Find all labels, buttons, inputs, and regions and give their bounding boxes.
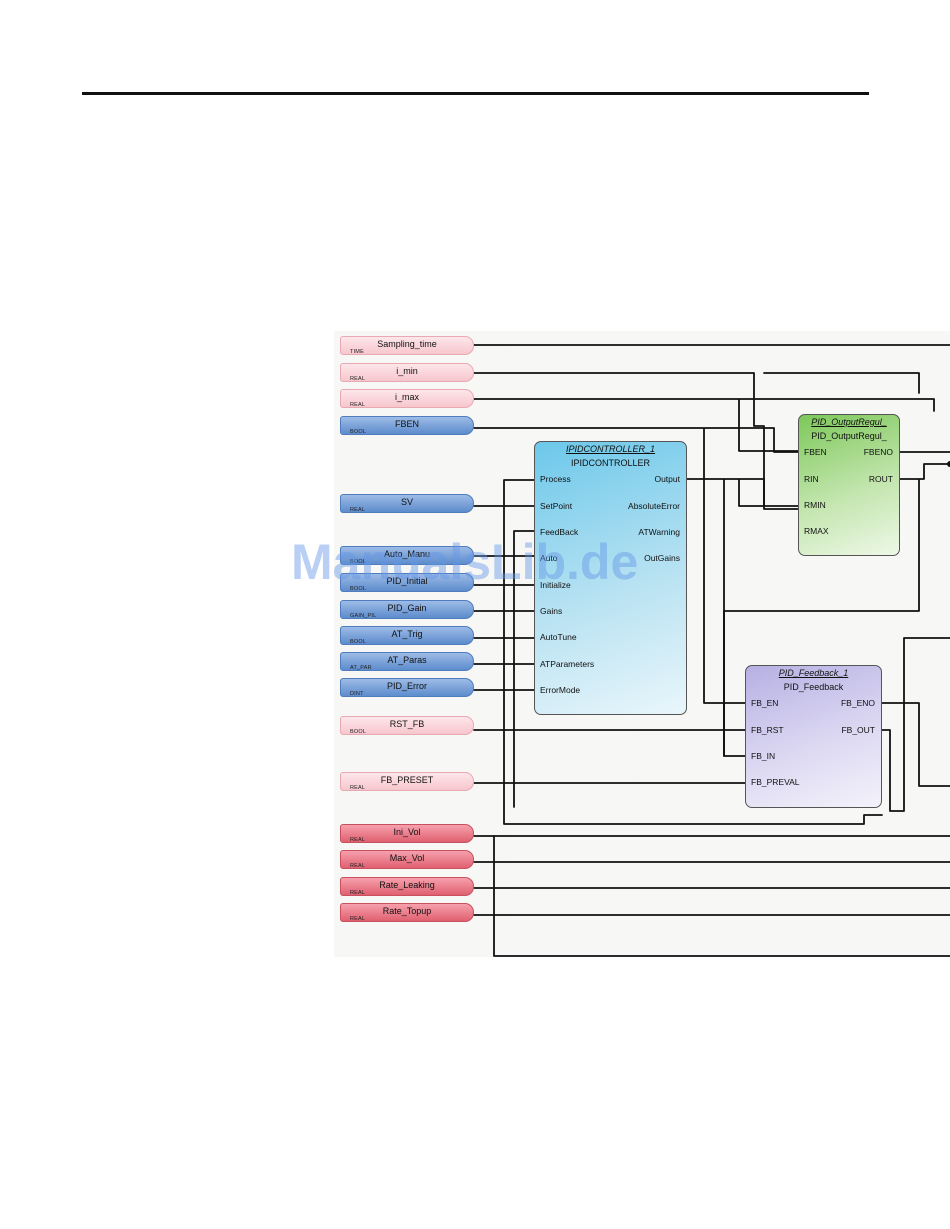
- block-type-name: IPIDCONTROLLER: [570, 458, 650, 468]
- pin-autotune[interactable]: AutoTune: [540, 632, 577, 642]
- var-name: Ini_Vol: [393, 827, 421, 837]
- pin-fb-rst[interactable]: FB_RST: [751, 725, 784, 735]
- var-name: Rate_Topup: [382, 906, 432, 916]
- var-max-vol[interactable]: Max_Vol REAL: [340, 850, 474, 869]
- var-type: GAIN_PIL: [350, 613, 377, 619]
- header-rule: [82, 92, 869, 95]
- block-instance-name: PID_Feedback_1: [778, 668, 849, 678]
- var-name: FBEN: [394, 419, 419, 429]
- pin-process[interactable]: Process: [540, 474, 571, 484]
- var-sv[interactable]: SV REAL: [340, 494, 474, 513]
- var-auto-manu[interactable]: Auto_Manu BOOL: [340, 546, 474, 565]
- pin-auto[interactable]: Auto: [540, 553, 558, 563]
- var-type: REAL: [350, 863, 366, 869]
- pin-outgains[interactable]: OutGains: [644, 553, 680, 563]
- var-type: BOOL: [350, 639, 367, 645]
- pin-rmax[interactable]: RMAX: [804, 526, 829, 536]
- block-ipidcontroller[interactable]: IPIDCONTROLLER_1 IPIDCONTROLLER Process …: [534, 441, 687, 715]
- function-block-diagram: Sampling_time TIME i_min REAL i_max REAL…: [334, 331, 950, 957]
- var-type: BOOL: [350, 586, 367, 592]
- var-rate-leaking[interactable]: Rate_Leaking REAL: [340, 877, 474, 896]
- pin-rin[interactable]: RIN: [804, 474, 819, 484]
- var-type: BOOL: [350, 429, 367, 435]
- block-type-name: PID_OutputRegul_: [811, 431, 887, 441]
- var-type: REAL: [350, 916, 366, 922]
- var-pid-initial[interactable]: PID_Initial BOOL: [340, 573, 474, 592]
- pin-output[interactable]: Output: [654, 474, 680, 484]
- pin-fb-en[interactable]: FB_EN: [751, 698, 779, 708]
- block-instance-name: PID_OutputRegul_: [811, 417, 887, 427]
- pin-gains[interactable]: Gains: [540, 606, 563, 616]
- var-name: SV: [400, 497, 413, 507]
- pin-fb-out[interactable]: FB_OUT: [841, 725, 875, 735]
- var-type: REAL: [350, 376, 366, 382]
- pin-initialize[interactable]: Initialize: [540, 580, 571, 590]
- var-type: REAL: [350, 785, 366, 791]
- var-name: AT_Paras: [387, 655, 427, 665]
- var-type: REAL: [350, 890, 366, 896]
- var-type: REAL: [350, 507, 366, 513]
- var-sampling-time[interactable]: Sampling_time TIME: [340, 336, 474, 355]
- var-type: AT_PAR: [350, 665, 372, 671]
- var-i-max[interactable]: i_max REAL: [340, 389, 474, 408]
- var-fb-preset[interactable]: FB_PRESET REAL: [340, 772, 474, 791]
- var-name: RST_FB: [389, 719, 425, 729]
- var-name: Sampling_time: [377, 339, 437, 349]
- var-name: i_max: [394, 392, 419, 402]
- pin-atparameters[interactable]: ATParameters: [540, 659, 595, 669]
- var-type: BOOL: [350, 729, 367, 735]
- pin-absoluteerror[interactable]: AbsoluteError: [628, 501, 680, 511]
- var-type: BOOL: [350, 559, 367, 565]
- var-name: Max_Vol: [389, 853, 425, 863]
- var-rst-fb[interactable]: RST_FB BOOL: [340, 716, 474, 735]
- var-type: REAL: [350, 402, 366, 408]
- pin-feedback[interactable]: FeedBack: [540, 527, 579, 537]
- var-name: FB_PRESET: [380, 775, 434, 785]
- var-type: DINT: [350, 691, 364, 697]
- var-at-paras[interactable]: AT_Paras AT_PAR: [340, 652, 474, 671]
- watermark: ManualsLib.de: [291, 534, 639, 590]
- pin-rmin[interactable]: RMIN: [804, 500, 826, 510]
- pin-errormode[interactable]: ErrorMode: [540, 685, 581, 695]
- pin-fb-eno[interactable]: FB_ENO: [840, 698, 875, 708]
- var-name: AT_Trig: [391, 629, 423, 639]
- pin-fb-preval[interactable]: FB_PREVAL: [751, 777, 800, 787]
- var-name: PID_Error: [386, 681, 427, 691]
- pin-fb-in[interactable]: FB_IN: [751, 751, 776, 761]
- var-name: Auto_Manu: [383, 549, 431, 559]
- var-name: PID_Gain: [387, 603, 427, 613]
- var-type: REAL: [350, 837, 366, 843]
- var-name: PID_Initial: [386, 576, 428, 586]
- pin-fben[interactable]: FBEN: [804, 447, 827, 457]
- var-ini-vol[interactable]: Ini_Vol REAL: [340, 824, 474, 843]
- block-pid-outputregul[interactable]: PID_OutputRegul_ PID_OutputRegul_ FBEN R…: [798, 414, 900, 556]
- wires: [473, 344, 950, 957]
- pin-setpoint[interactable]: SetPoint: [540, 501, 573, 511]
- var-i-min[interactable]: i_min REAL: [340, 363, 474, 382]
- pin-fbeno[interactable]: FBENO: [863, 447, 893, 457]
- pin-rout[interactable]: ROUT: [868, 474, 893, 484]
- var-pid-error[interactable]: PID_Error DINT: [340, 678, 474, 697]
- block-pid-feedback[interactable]: PID_Feedback_1 PID_Feedback FB_EN FB_RST…: [745, 665, 882, 808]
- var-rate-topup[interactable]: Rate_Topup REAL: [340, 903, 474, 922]
- block-type-name: PID_Feedback: [783, 682, 844, 692]
- var-at-trig[interactable]: AT_Trig BOOL: [340, 626, 474, 645]
- pin-atwarning[interactable]: ATWarning: [638, 527, 680, 537]
- var-name: Rate_Leaking: [379, 880, 435, 890]
- var-pid-gain[interactable]: PID_Gain GAIN_PIL: [340, 600, 474, 619]
- var-type: TIME: [350, 349, 364, 355]
- block-instance-name: IPIDCONTROLLER_1: [565, 444, 656, 454]
- var-fben[interactable]: FBEN BOOL: [340, 416, 474, 435]
- var-name: i_min: [396, 366, 418, 376]
